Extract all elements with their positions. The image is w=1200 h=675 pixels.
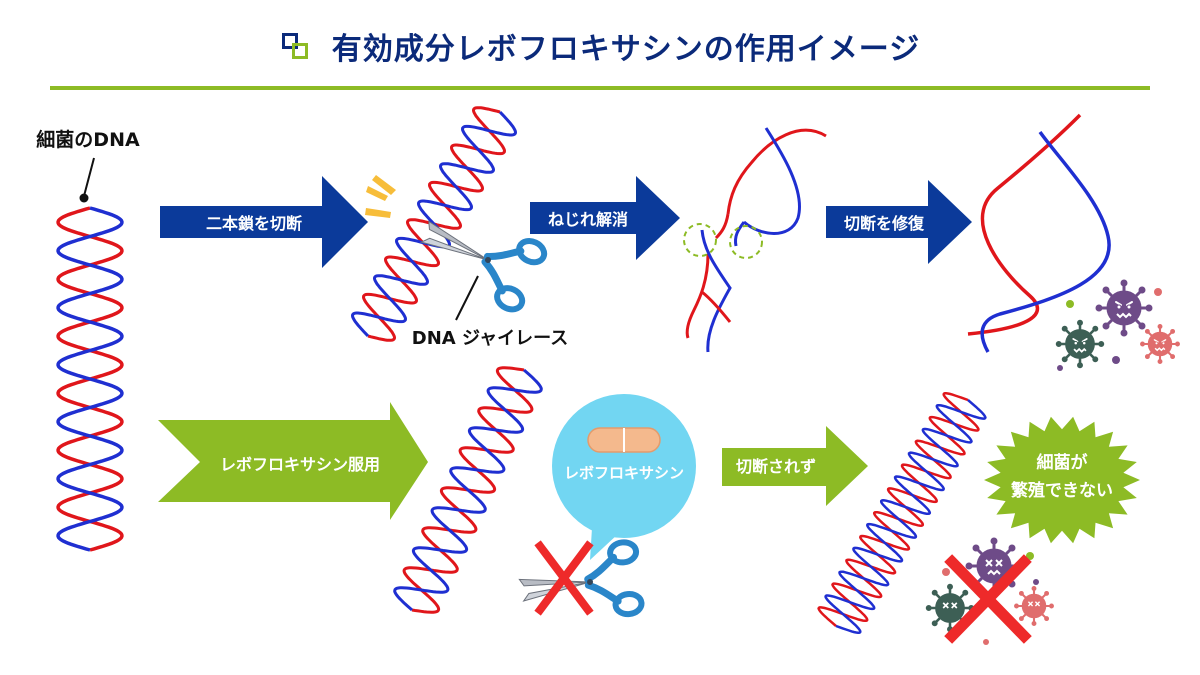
scissors-icon [409,198,547,314]
title-squares-icon [280,29,316,63]
cannot-multiply-burst: 細菌が 繁殖できない [984,416,1140,544]
arrow-untwist-label: ねじれ解消 [548,210,628,229]
dna-repaired [967,113,1111,353]
arrow-repair-cut-label: 切断を修復 [844,214,925,233]
virus-cluster-top [1054,278,1181,371]
bacteria-dna-pointer [83,157,95,197]
arrow-not-cut: 切断されず [722,426,868,506]
dashed-circle-icon [683,223,763,259]
virus-icon [1139,323,1181,365]
dna-untwisting [685,127,827,353]
arrow-cut-double-strand-label: 二本鎖を切断 [206,214,302,233]
cannot-multiply-line2: 繁殖できない [1010,480,1113,501]
arrow-take-levofloxacin-label: レボフロキサシン服用 [220,455,380,474]
virus-cluster-bottom [924,536,1055,645]
cannot-multiply-line1: 細菌が [1037,452,1088,473]
page-title: 有効成分レボフロキサシンの作用イメージ [331,32,921,67]
bacteria-dna-label-group: 細菌のDNA [36,128,140,203]
virus-icon [924,582,976,634]
title-underline [50,86,1150,90]
arrow-cut-double-strand: 二本鎖を切断 [160,176,368,268]
virus-icon [1013,585,1055,627]
dna-helix-protected [393,366,543,614]
dna-gyrase-label: DNA ジャイレース [412,328,568,349]
pill-icon [587,427,661,453]
dna-gyrase-label-group: DNA ジャイレース [412,275,568,349]
cross-mark-icon [534,540,594,616]
cross-mark-icon [944,554,1032,644]
spark-icon [365,175,396,218]
dna-helix-original [56,206,124,552]
bacteria-dna-pointer-dot [79,193,89,203]
pill-bubble-label: レボフロキサシン [564,464,684,482]
arrow-not-cut-label: 切断されず [736,457,816,476]
pill-bubble: レボフロキサシン [552,394,696,560]
dna-helix-supercoiled [817,392,987,634]
arrow-repair-cut: 切断を修復 [826,180,972,264]
virus-icon [1054,318,1106,370]
bacteria-dna-label: 細菌のDNA [36,128,140,151]
title-area: 有効成分レボフロキサシンの作用イメージ [0,24,1200,68]
arrow-untwist: ねじれ解消 [530,176,680,260]
dna-helix-cut [350,106,518,342]
virus-icon [964,536,1024,596]
arrow-take-levofloxacin: レボフロキサシン服用 [158,402,428,520]
virus-icon [1094,278,1154,338]
